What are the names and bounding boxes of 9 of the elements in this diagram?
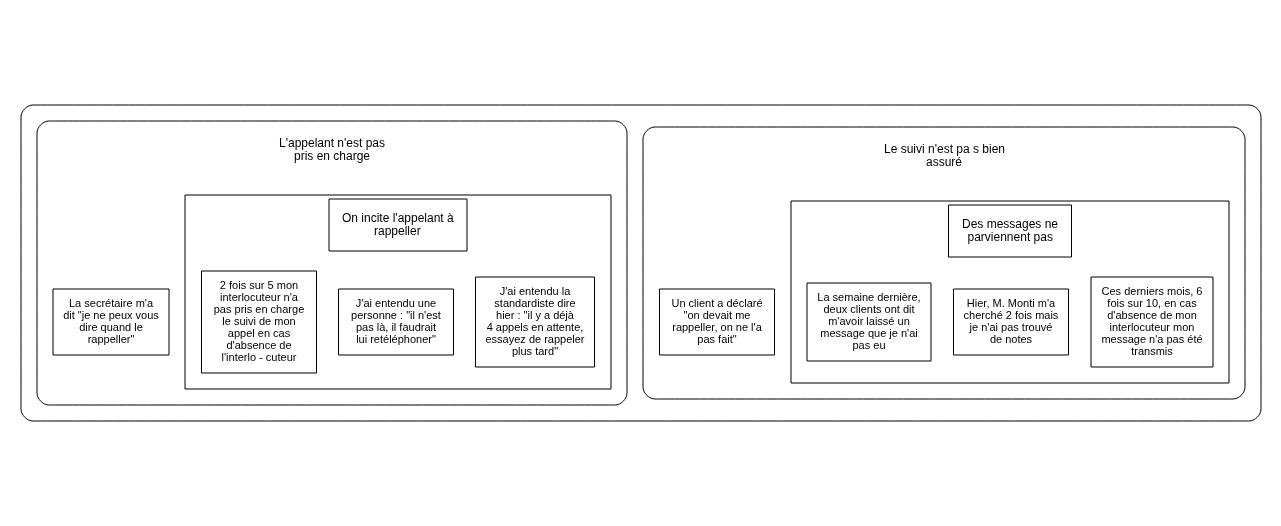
node-box: Hier, M. Monti m'a cherché 2 fois mais je n'ai pas trouvé de notes bbox=[952, 288, 1069, 356]
cluster bbox=[20, 104, 1261, 422]
node-box: Un client a déclaré "on devait me rappeller, on ne l'a pas fait" bbox=[658, 288, 775, 356]
node-box: La semaine dernière, deux clients ont dit m'avoir laissé un message que je n'ai pas eu bbox=[806, 282, 931, 362]
node-box: J'ai entendu une personne : "il n'est pas là, il faudrait lui retéléphoner" bbox=[337, 288, 454, 356]
node-box: J'ai entendu la standardiste dire hier : "il y a déjà 4 appels en attente, essayez de rappeler plus tard" bbox=[474, 276, 595, 368]
node-box: 2 fois sur 5 mon interlocuteur n'a pas pris en charge le suivi de mon appel en cas d'absence de l'interlo - cuteur bbox=[200, 270, 317, 374]
node-box: La secrétaire m'a dit "je ne peux vous dire quand le rappeller" bbox=[52, 288, 169, 356]
node-box: Ces derniers mois, 6 fois sur 10, en cas d'absence de mon interlocuteur mon message n'a pas été transmis bbox=[1090, 276, 1213, 368]
